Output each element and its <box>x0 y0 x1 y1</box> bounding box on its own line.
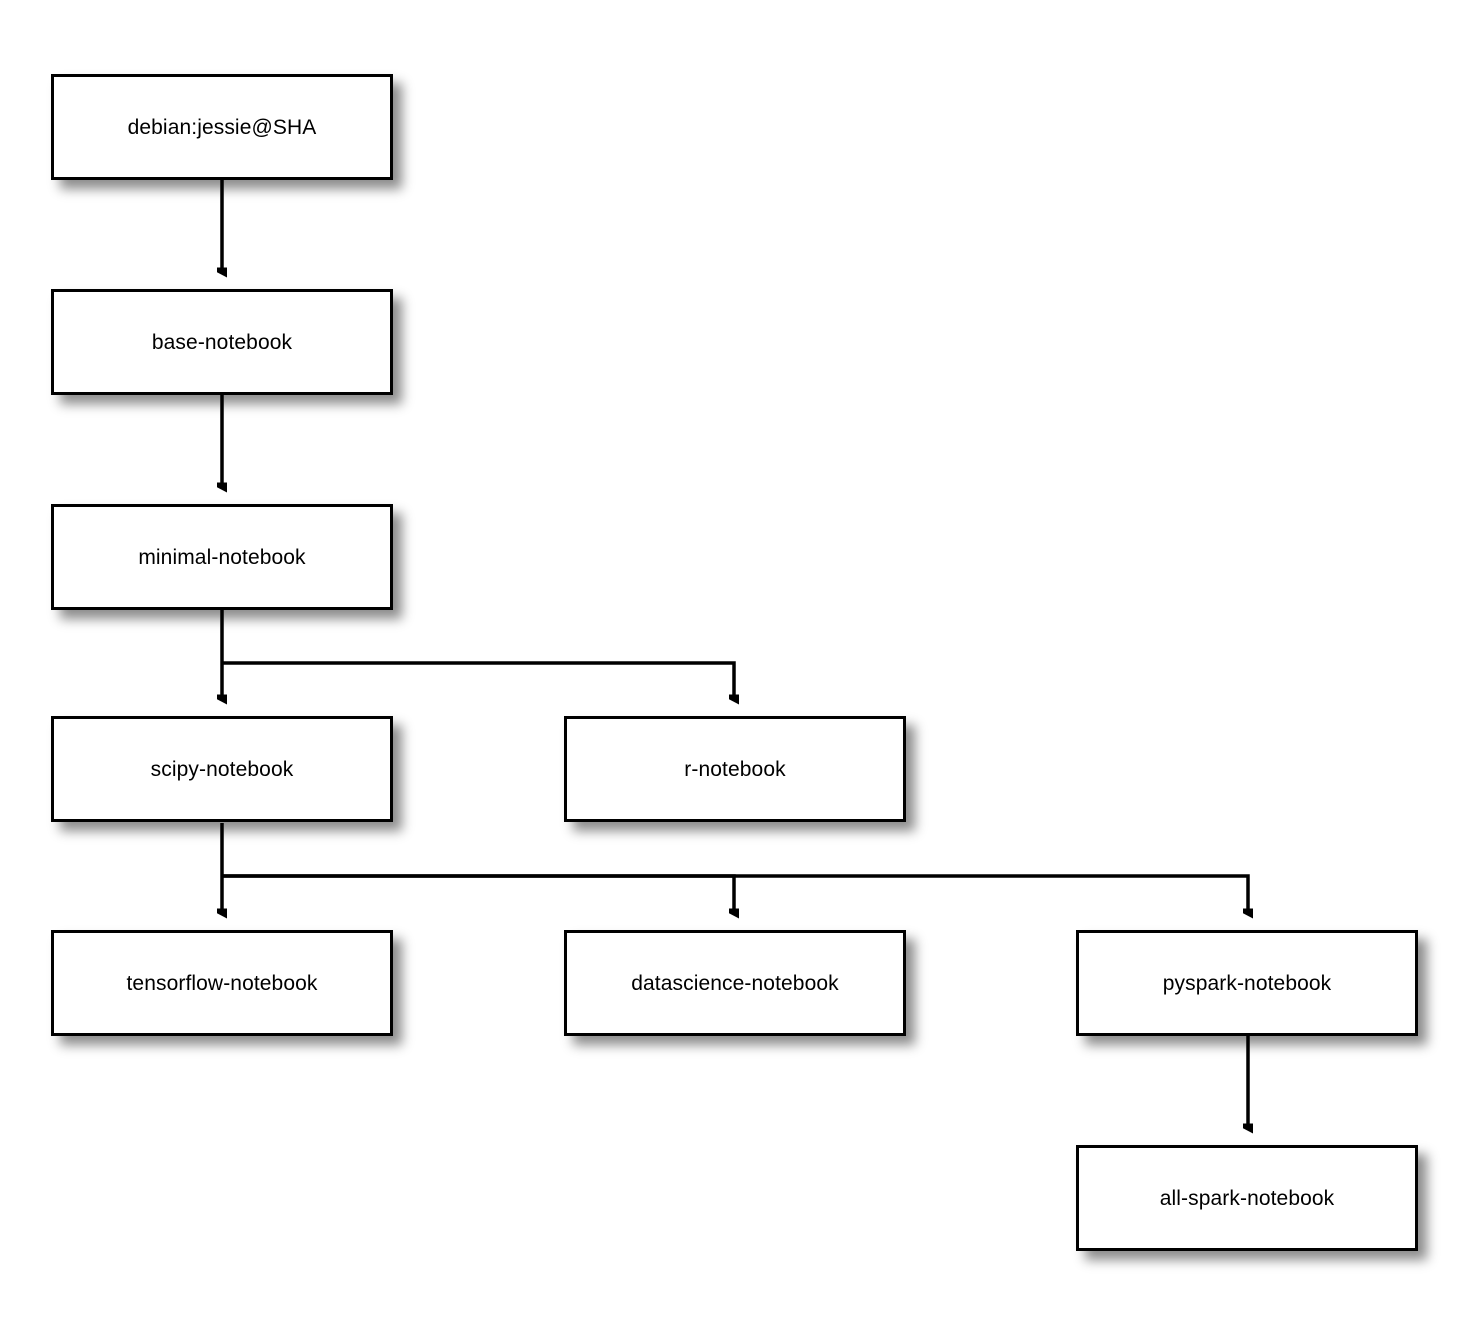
node-all-spark-notebook[interactable]: all-spark-notebook <box>1076 1145 1418 1251</box>
node-datascience-notebook[interactable]: datascience-notebook <box>564 930 906 1036</box>
node-label: r-notebook <box>684 757 786 781</box>
node-base-notebook[interactable]: base-notebook <box>51 289 393 395</box>
node-label: debian:jessie@SHA <box>127 115 317 139</box>
node-r-notebook[interactable]: r-notebook <box>564 716 906 822</box>
node-label: scipy-notebook <box>150 757 294 781</box>
node-label: all-spark-notebook <box>1159 1186 1335 1210</box>
node-scipy-notebook[interactable]: scipy-notebook <box>51 716 393 822</box>
node-label: tensorflow-notebook <box>126 971 318 995</box>
edge-scipy-to-datascience <box>222 874 734 909</box>
node-label: pyspark-notebook <box>1162 971 1332 995</box>
node-tensorflow-notebook[interactable]: tensorflow-notebook <box>51 930 393 1036</box>
node-label: minimal-notebook <box>138 545 306 569</box>
node-debian-jessie-sha[interactable]: debian:jessie@SHA <box>51 74 393 180</box>
node-label: base-notebook <box>151 330 293 354</box>
edge-minimal-to-r <box>222 661 734 695</box>
node-minimal-notebook[interactable]: minimal-notebook <box>51 504 393 610</box>
edge-scipy-to-pyspark <box>222 874 1248 909</box>
node-pyspark-notebook[interactable]: pyspark-notebook <box>1076 930 1418 1036</box>
node-label: datascience-notebook <box>631 971 839 995</box>
